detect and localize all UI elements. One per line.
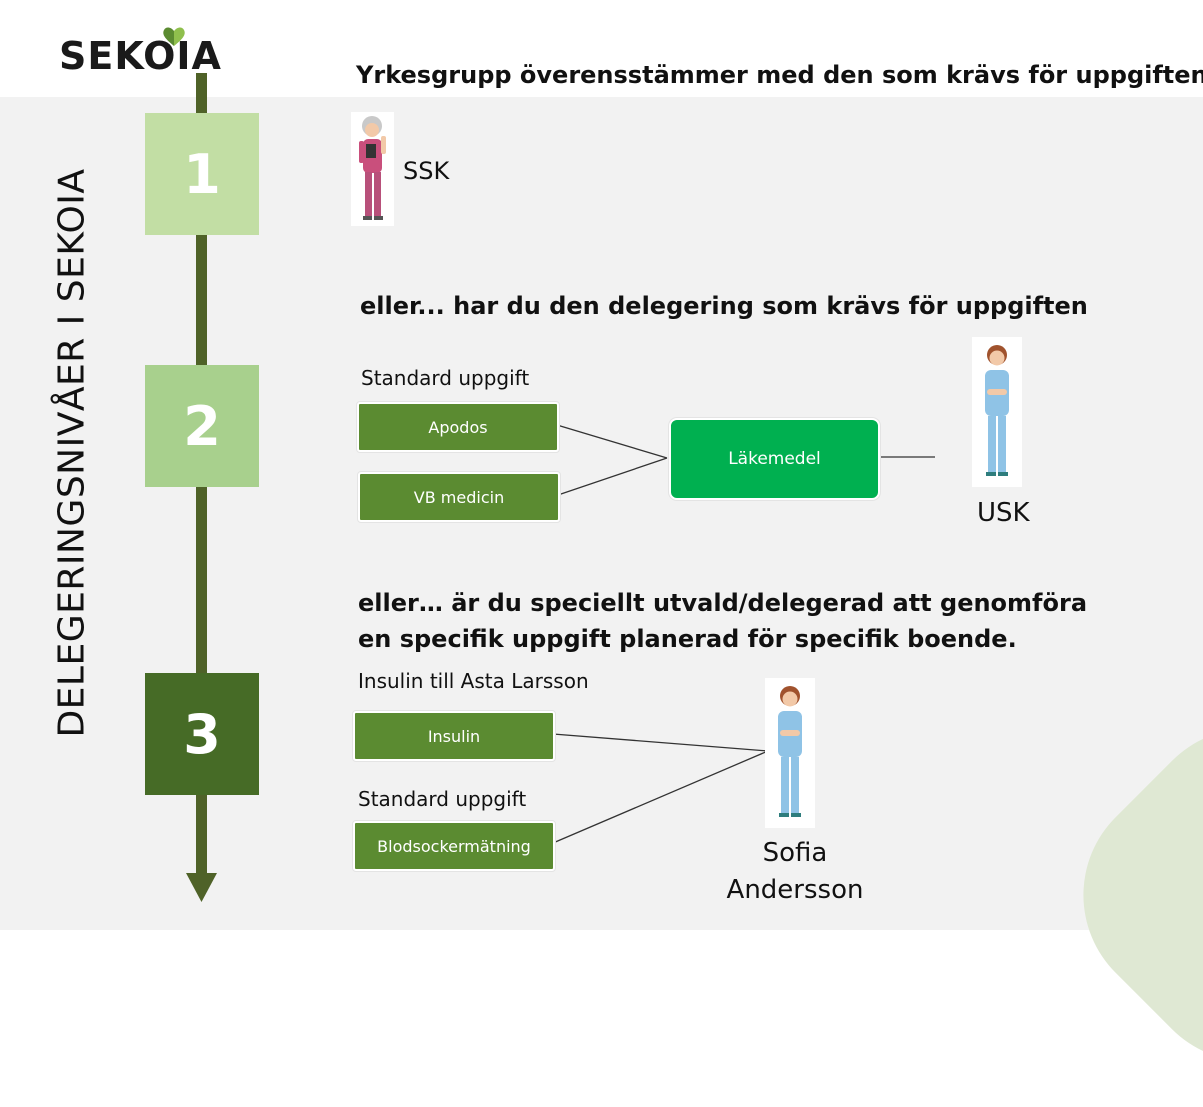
- task-blodsockermatning: Blodsockermätning: [353, 821, 555, 871]
- specific-label: Insulin till Asta Larsson: [358, 669, 589, 693]
- group-lakemedel: Läkemedel: [669, 418, 880, 500]
- connector-lines: [552, 424, 935, 844]
- standard-label: Standard uppgift: [358, 787, 527, 811]
- task-vb-medicin: VB medicin: [358, 472, 560, 522]
- person-name-last: Andersson: [726, 875, 864, 905]
- person-label-usk: USK: [977, 498, 1030, 528]
- level-1-box: 1: [145, 113, 259, 235]
- person-name-first: Sofia: [762, 838, 828, 868]
- level-3-box: 3: [145, 673, 259, 795]
- heading-level-1: Yrkesgrupp överensstämmer med den som kr…: [356, 61, 1203, 89]
- level-2-box: 2: [145, 365, 259, 487]
- category-label-standard: Standard uppgift: [361, 366, 530, 390]
- task-apodos: Apodos: [357, 402, 559, 452]
- leaf-heart-icon: [163, 27, 185, 46]
- nurse-icon: [765, 678, 815, 828]
- nurse-senior-icon: [351, 112, 394, 226]
- heading-level-3: eller… är du speciellt utvald/delegerad …: [358, 589, 1088, 653]
- person-label-ssk: SSK: [403, 157, 450, 185]
- logo-text: SEKOIA: [59, 34, 222, 78]
- task-insulin: Insulin: [353, 711, 555, 761]
- nurse-icon: [972, 337, 1022, 487]
- heading-level-2: eller... har du den delegering som krävs…: [360, 292, 1088, 320]
